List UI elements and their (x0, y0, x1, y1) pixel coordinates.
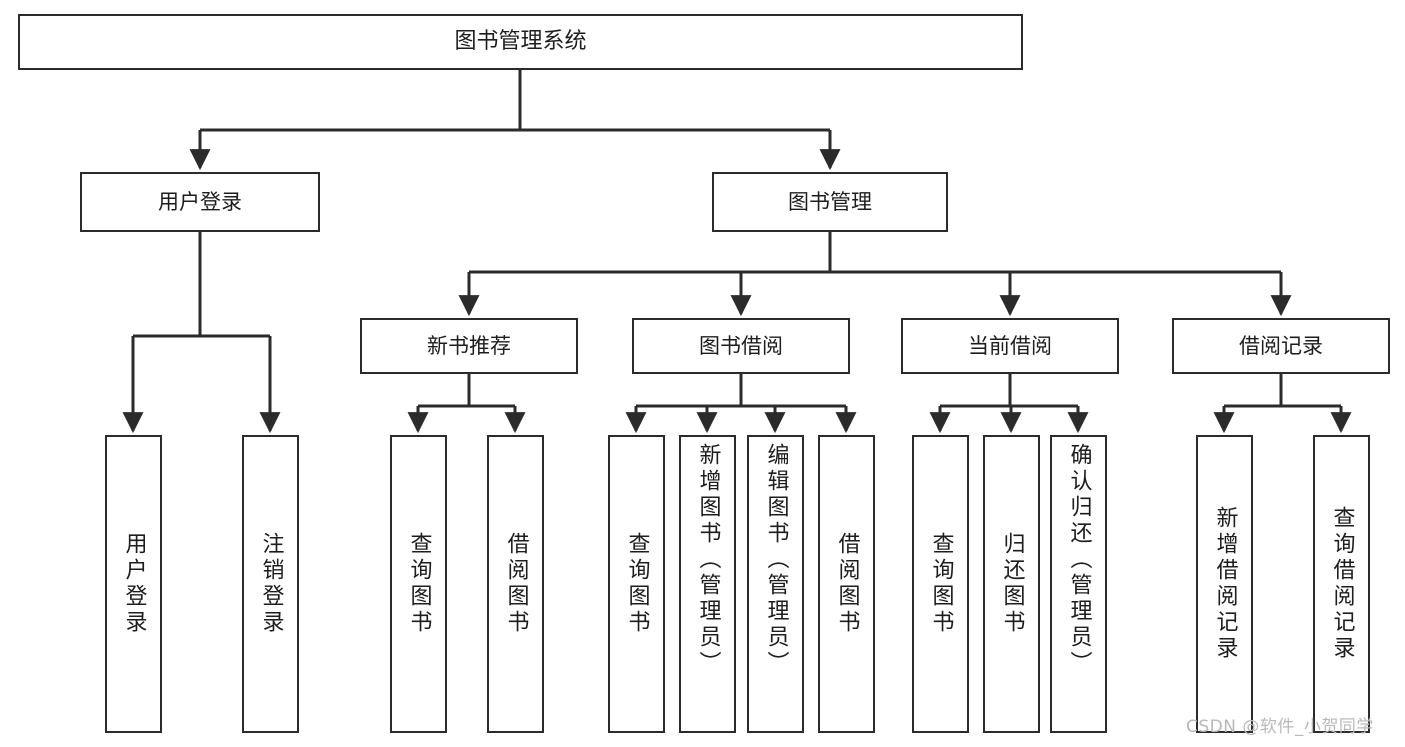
leaf-edit-book[interactable]: 编辑图书（管理员） (747, 435, 804, 733)
leaf-return-book[interactable]: 归还图书 (983, 435, 1040, 733)
node-book-manage[interactable]: 图书管理 (712, 172, 948, 232)
node-borrow-record[interactable]: 借阅记录 (1172, 318, 1390, 374)
leaf-borrow-book[interactable]: 借阅图书 (818, 435, 875, 733)
node-new-book-recommend[interactable]: 新书推荐 (360, 318, 578, 374)
leaf-logout[interactable]: 注销登录 (242, 435, 299, 733)
leaf-user-login[interactable]: 用户登录 (105, 435, 162, 733)
node-user-login[interactable]: 用户登录 (80, 172, 320, 232)
leaf-query-book-current[interactable]: 查询图书 (912, 435, 969, 733)
node-book-borrow[interactable]: 图书借阅 (632, 318, 850, 374)
node-root[interactable]: 图书管理系统 (18, 14, 1023, 70)
leaf-borrow-book-recommend[interactable]: 借阅图书 (487, 435, 544, 733)
leaf-add-borrow-record[interactable]: 新增借阅记录 (1196, 435, 1253, 733)
leaf-query-book-recommend[interactable]: 查询图书 (390, 435, 447, 733)
leaf-confirm-return[interactable]: 确认归还（管理员） (1050, 435, 1107, 733)
node-current-borrow[interactable]: 当前借阅 (901, 318, 1119, 374)
leaf-query-borrow-record[interactable]: 查询借阅记录 (1313, 435, 1370, 733)
leaf-query-book-borrow[interactable]: 查询图书 (608, 435, 665, 733)
leaf-add-book[interactable]: 新增图书（管理员） (679, 435, 736, 733)
csdn-watermark: CSDN @软件_小贺同学 (1186, 717, 1374, 737)
